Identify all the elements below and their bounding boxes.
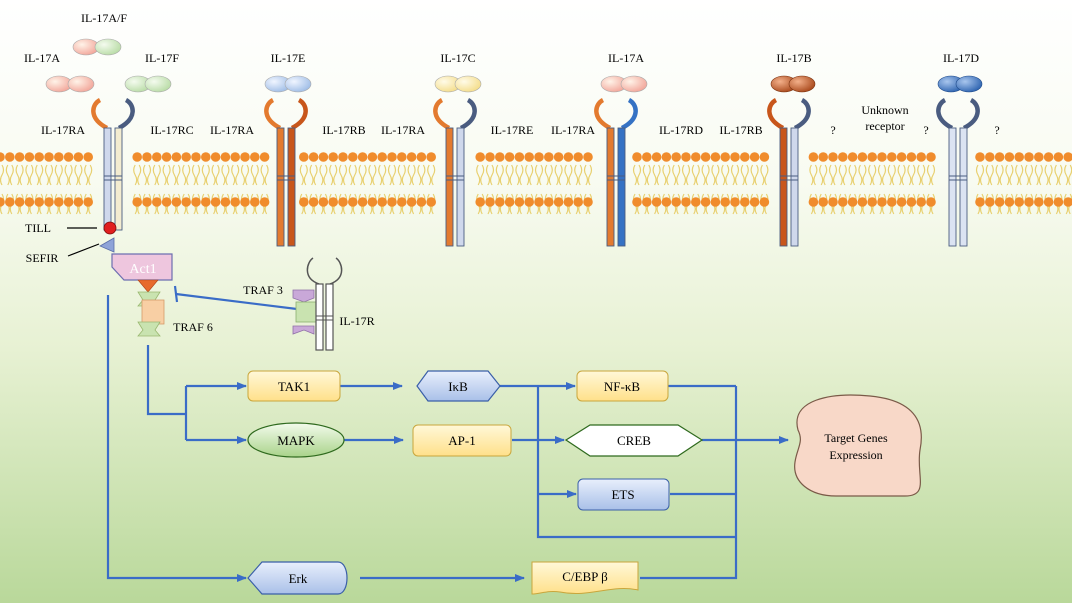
nfkb-node bbox=[576, 370, 669, 402]
label-sefir: SEFIR bbox=[26, 251, 59, 265]
receptor-pair-6 bbox=[936, 97, 980, 247]
mapk-node bbox=[247, 422, 345, 458]
receptor-pair-4 bbox=[594, 97, 638, 247]
traf3-node bbox=[292, 289, 317, 335]
label-act1: Act1 bbox=[129, 262, 156, 277]
traf3-inhibition-line bbox=[175, 292, 306, 312]
ligand-il17e bbox=[264, 75, 312, 93]
label-q3: ? bbox=[994, 123, 999, 137]
label-q2: ? bbox=[923, 123, 928, 137]
label-il17e: IL-17E bbox=[271, 51, 306, 65]
label-tak1: TAK1 bbox=[278, 379, 310, 394]
label-receptor-3: IL-17RA bbox=[210, 123, 254, 137]
label-mapk: MAPK bbox=[277, 433, 315, 448]
label-target-2: Expression bbox=[829, 448, 882, 462]
ap1-node bbox=[412, 424, 512, 457]
il17r-receptor bbox=[306, 257, 343, 351]
label-traf6: TRAF 6 bbox=[173, 320, 213, 334]
sefir-pointer bbox=[67, 243, 100, 257]
receptor-pair-2 bbox=[264, 97, 308, 247]
label-creb: CREB bbox=[617, 433, 651, 448]
ligand-il17f bbox=[124, 75, 172, 93]
act1-triangle bbox=[137, 279, 159, 293]
target-genes-node bbox=[794, 394, 922, 497]
receptor-pair-5 bbox=[767, 97, 811, 247]
label-target-1: Target Genes bbox=[824, 431, 888, 445]
label-receptor-4: IL-17RB bbox=[322, 123, 365, 137]
receptor-pair-3 bbox=[433, 97, 477, 247]
cebpb-node bbox=[531, 561, 639, 595]
label-receptor-7: IL-17RA bbox=[551, 123, 595, 137]
ligand-il17af bbox=[72, 38, 122, 56]
label-il17c: IL-17C bbox=[440, 51, 475, 65]
receptor-group bbox=[91, 97, 980, 247]
label-il17b: IL-17B bbox=[776, 51, 811, 65]
creb-node bbox=[564, 424, 704, 457]
ikb-node bbox=[416, 370, 501, 402]
label-receptor-5: IL-17RA bbox=[381, 123, 425, 137]
pathway-connectors bbox=[106, 295, 789, 582]
ligand-il17d bbox=[937, 75, 983, 93]
inhibition-bar bbox=[173, 285, 179, 303]
label-erk: Erk bbox=[289, 571, 308, 586]
label-ikb: IκB bbox=[448, 379, 468, 394]
cell-membrane bbox=[0, 152, 1072, 215]
label-il17r: IL-17R bbox=[339, 314, 374, 328]
label-il17af: IL-17A/F bbox=[81, 11, 127, 25]
label-receptor-9: IL-17RB bbox=[719, 123, 762, 137]
label-il17f: IL-17F bbox=[145, 51, 179, 65]
ligand-il17a-right bbox=[600, 75, 648, 93]
label-receptor-6: IL-17RE bbox=[491, 123, 534, 137]
ets-node bbox=[577, 478, 670, 511]
label-receptor-2: IL-17RC bbox=[150, 123, 193, 137]
receptor-pair-1 bbox=[91, 97, 135, 231]
ligand-il17b bbox=[770, 75, 816, 93]
label-cebpb: C/EBP β bbox=[562, 569, 608, 584]
sefir-domain-marker bbox=[99, 237, 115, 253]
label-il17a-left: IL-17A bbox=[24, 51, 60, 65]
label-till: TILL bbox=[25, 221, 51, 235]
tak1-node bbox=[247, 370, 341, 402]
traf6-node bbox=[137, 291, 165, 337]
label-receptor-1: IL-17RA bbox=[41, 123, 85, 137]
label-il17a-right: IL-17A bbox=[608, 51, 644, 65]
label-ap1: AP-1 bbox=[448, 433, 475, 448]
erk-node bbox=[247, 561, 348, 595]
ligand-il17a-left bbox=[45, 75, 95, 93]
ligand-il17c bbox=[434, 75, 482, 93]
label-traf3: TRAF 3 bbox=[243, 283, 283, 297]
label-unknown-1: Unknown bbox=[861, 103, 908, 117]
label-receptor-8: IL-17RD bbox=[659, 123, 703, 137]
label-unknown-2: receptor bbox=[865, 119, 904, 133]
label-nfkb: NF-κB bbox=[604, 379, 640, 394]
label-q1: ? bbox=[830, 123, 835, 137]
till-domain-marker bbox=[103, 221, 117, 235]
label-ets: ETS bbox=[611, 487, 634, 502]
label-il17d: IL-17D bbox=[943, 51, 979, 65]
